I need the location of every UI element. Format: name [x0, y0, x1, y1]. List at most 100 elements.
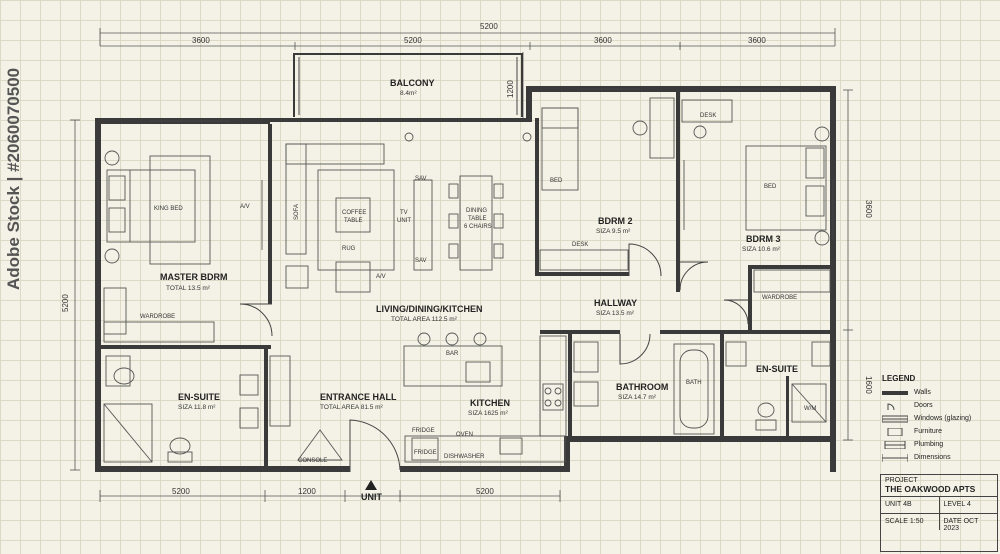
plumbing-symbol-icon — [884, 440, 906, 449]
tv-unit — [413, 179, 433, 271]
kitchen-size: SIZA 1625 m² — [468, 410, 509, 417]
bathroom-name: BATHROOM — [616, 382, 668, 392]
wall-symbol-icon — [882, 390, 908, 395]
project-name: THE OAKWOOD APTS — [885, 484, 976, 494]
label-sofa: SOFA — [294, 204, 300, 220]
legend-item-walls: Walls — [882, 386, 994, 399]
ensuite-right-name: EN-SUITE — [756, 364, 798, 374]
bathtub — [673, 343, 715, 435]
hallway-size: SIZA 13.5 m² — [596, 310, 635, 317]
door-symbol-icon — [887, 402, 895, 410]
label-dining-1: DINING — [466, 208, 487, 214]
label-wm: W/M — [804, 406, 816, 412]
label-bar: BAR — [446, 351, 459, 357]
title-project-row: PROJECT THE OAKWOOD APTS — [881, 475, 997, 497]
wardrobe-right — [753, 269, 831, 293]
label-wardrobe-right: WARDROBE — [762, 295, 797, 301]
label-tv-2: UNIT — [397, 218, 411, 224]
dim-top-3: 3600 — [594, 36, 612, 45]
label-bed2: BED — [550, 178, 563, 184]
furniture — [103, 97, 831, 463]
bed-bdrm3 — [745, 145, 827, 231]
label-sav-2: SAV — [415, 258, 427, 264]
legend-item-dimensions: Dimensions — [882, 451, 994, 464]
bar-island — [403, 345, 503, 387]
unit-marker: UNIT — [361, 492, 382, 502]
label-tv-1: TV — [400, 210, 408, 216]
dimension-labels: 5200 3600 5200 3600 3600 5200 1200 5200 … — [61, 22, 873, 496]
ensuite-left-name: EN-SUITE — [178, 392, 220, 402]
coffee-table — [335, 197, 371, 233]
label-dining-2: TABLE — [468, 216, 487, 222]
label-oven: OVEN — [456, 432, 473, 438]
balcony-size: 8.4m² — [400, 90, 417, 97]
legend-item-furniture: Furniture — [882, 425, 994, 438]
dim-right-lower: 1600 — [864, 376, 873, 394]
label-fridge-1: FRIDGE — [412, 428, 435, 434]
interior-walls — [101, 92, 830, 466]
label-king-bed: KING BED — [154, 206, 183, 212]
dining-table — [459, 175, 493, 271]
label-bed3: BED — [764, 184, 777, 190]
legend-item-windows: Windows (glazing) — [882, 412, 994, 425]
unit-number: UNIT 4B — [881, 497, 940, 513]
room-labels: BALCONY 8.4m² MASTER BDRM TOTAL 13.5 m² … — [160, 78, 798, 417]
title-block: PROJECT THE OAKWOOD APTS UNIT 4B LEVEL 4… — [880, 474, 998, 552]
windows — [97, 88, 834, 260]
dim-top-overall: 5200 — [480, 22, 498, 31]
label-fridge-2: FRIDGE — [414, 450, 437, 456]
label-wardrobe-left: WARDROBE — [140, 314, 175, 320]
desk-bdrm2 — [539, 249, 629, 271]
dimension-lines — [70, 28, 853, 502]
hallway-name: HALLWAY — [594, 298, 637, 308]
label-coffee-1: COFFEE — [342, 210, 366, 216]
dim-right-upper: 3600 — [864, 200, 873, 218]
bdrm3-name: BDRM 3 — [746, 234, 781, 244]
dim-top-4: 3600 — [748, 36, 766, 45]
window-symbol-icon — [882, 415, 908, 422]
desk-top — [681, 99, 733, 123]
bdrm2-name: BDRM 2 — [598, 216, 633, 226]
furniture-symbol-icon — [887, 427, 903, 436]
level-number: LEVEL 4 — [943, 501, 971, 508]
dim-left: 5200 — [61, 294, 70, 312]
dim-top-1: 3600 — [192, 36, 210, 45]
doors — [239, 243, 749, 472]
label-coffee-2: TABLE — [344, 218, 363, 224]
bdrm2-size: SIZA 9.5 m² — [596, 228, 631, 235]
watermark: Adobe Stock | #2060070500 — [4, 67, 23, 290]
project-label: PROJECT — [885, 477, 918, 484]
label-bath: BATH — [686, 380, 702, 386]
bathroom-size: SIZA 14.7 m² — [618, 394, 657, 401]
entrance-size: TOTAL AREA 81.5 m² — [320, 404, 384, 411]
living-name: LIVING/DINING/KITCHEN — [376, 304, 483, 314]
unit-entry-arrow-icon — [365, 480, 377, 490]
ensuite-left-size: SIZA 11.8 m² — [178, 404, 216, 411]
scale-value: SCALE 1:50 — [881, 514, 940, 530]
label-desk-bdrm2: DESK — [572, 242, 588, 248]
dim-balcony-side: 1200 — [506, 80, 515, 98]
label-rug: RUG — [342, 246, 356, 252]
legend-item-doors: Doors — [882, 399, 994, 412]
living-size: TOTAL AREA 112.5 m² — [391, 316, 458, 323]
label-console: CONSOLE — [298, 458, 327, 464]
balcony — [293, 53, 523, 117]
label-dining-3: 6 CHAIRS — [464, 224, 492, 230]
kitchen-counter — [404, 435, 566, 463]
furniture-labels: KING BED SOFA COFFEE TABLE RUG TV UNIT D… — [140, 113, 816, 464]
dim-bottom-2: 1200 — [298, 487, 316, 496]
legend-item-plumbing: Plumbing — [882, 438, 994, 451]
entrance-name: ENTRANCE HALL — [320, 392, 397, 402]
date-value: DATE OCT 2023 — [943, 518, 979, 532]
label-desk-top: DESK — [700, 113, 716, 119]
title-unit-row: UNIT 4B LEVEL 4 — [881, 497, 997, 514]
dimension-symbol-icon — [882, 453, 908, 462]
label-av-1: A/V — [240, 204, 250, 210]
dim-bottom-3: 5200 — [476, 487, 494, 496]
bdrm3-size: SIZA 10.6 m² — [742, 246, 781, 253]
sofa — [285, 143, 307, 255]
legend: LEGEND Walls Doors Windows (glazing) Fur… — [882, 374, 994, 464]
kitchen-name: KITCHEN — [470, 398, 510, 408]
label-sav-1: SAV — [415, 176, 427, 182]
dim-bottom-1: 5200 — [172, 487, 190, 496]
